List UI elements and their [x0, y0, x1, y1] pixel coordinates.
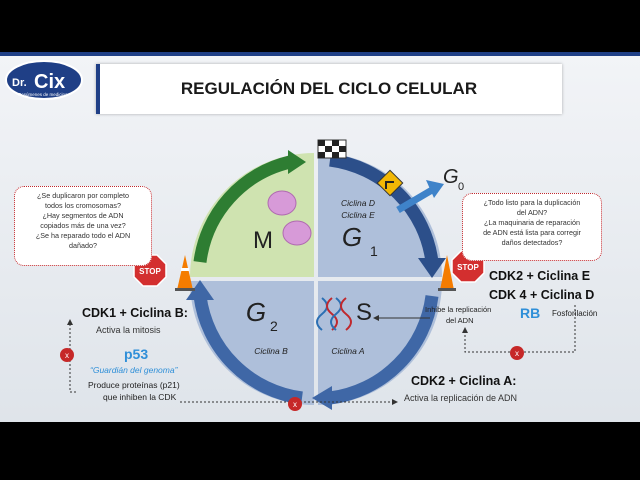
quadrant-g1: [318, 153, 442, 277]
traffic-cone-icon: [440, 255, 454, 290]
question-line: ¿Se duplicaron por completo: [37, 191, 129, 200]
traffic-cone-icon: [177, 255, 193, 290]
p53-line1: Produce proteínas (p21): [88, 380, 180, 390]
quadrant-g2: [190, 281, 314, 405]
phase-g1-sub: 1: [370, 243, 378, 259]
page-title: REGULACIÓN DEL CICLO CELULAR: [180, 79, 478, 98]
x-mark-bottom: x: [288, 397, 302, 411]
question-line: de ADN está lista para corregir: [483, 228, 581, 237]
arrow-g0-head: [426, 180, 444, 198]
cyclin-a-label: Ciclina A: [331, 346, 365, 356]
traffic-cone-stripe: [181, 268, 189, 271]
cdk2a-sub: Activa la replicación de ADN: [404, 393, 518, 403]
quadrant-m: [190, 153, 314, 277]
p53-line2: que inhiben la CDK: [103, 392, 177, 402]
traffic-cone-base: [175, 288, 195, 291]
arrow-g2-head: [186, 280, 214, 300]
question-line: todos los cromosomas?: [45, 201, 121, 210]
phase-g2-sub: 2: [270, 318, 278, 334]
x-mark-right: x: [510, 346, 524, 360]
quadrant-s: [318, 281, 442, 405]
right-checkpoint-questions: ¿Todo listo para la duplicación del ADN?…: [462, 193, 602, 261]
phase-m-label: M: [253, 227, 273, 254]
title-bar: REGULACIÓN DEL CICLO CELULAR: [96, 64, 562, 114]
dr-cix-logo: Dr. Cix Resúmenes de medicina: [4, 58, 84, 102]
inhibit-line1: Inhibe la replicación: [425, 305, 492, 314]
phase-s-label: S: [356, 299, 372, 326]
g0-sub: 0: [458, 181, 464, 193]
checkered-flag-icon: [317, 139, 347, 159]
cdk1-title: CDK1 + Ciclina B:: [82, 306, 188, 320]
stop-label-right: STOP: [457, 263, 479, 272]
question-line: del ADN?: [516, 208, 548, 217]
cdk-right-line2: CDK 4 + Ciclina D: [489, 288, 595, 302]
arrow-s-head: [312, 386, 332, 410]
phase-g2-label: G: [246, 297, 266, 327]
svg-text:x: x: [293, 400, 297, 409]
top-accent-strip: [0, 52, 640, 56]
question-line: ¿Todo listo para la duplicación: [483, 198, 581, 207]
turn-sign-icon: [376, 169, 404, 197]
dna-icon: [316, 297, 352, 331]
cdk-right-line1: CDK2 + Ciclina E: [489, 269, 591, 283]
arrow-m-head: [288, 150, 306, 174]
stop-label-left: STOP: [139, 267, 161, 276]
rb-name: RB: [520, 305, 541, 321]
question-line: ¿La maquinaria de reparación: [484, 218, 580, 227]
connector-p53-cdk1: [69, 360, 78, 393]
phase-g1-label: G: [342, 222, 362, 252]
title-accent: [96, 64, 100, 114]
p53-name: p53: [124, 346, 149, 362]
rb-phosphorylation: Fosforilación: [552, 309, 598, 318]
logo-prefix: Dr.: [12, 77, 27, 89]
svg-text:x: x: [65, 351, 69, 360]
arrow-g0: [396, 186, 434, 214]
cell-icon: [282, 220, 312, 246]
cyclin-d-label: Ciclina D: [341, 198, 375, 208]
arrow-g2: [193, 295, 303, 405]
arrow-m: [193, 155, 292, 263]
question-line: copiados más de una vez?: [40, 221, 126, 230]
left-checkpoint-questions: ¿Se duplicaron por completo todos los cr…: [14, 186, 152, 266]
inhibit-line2: del ADN: [446, 316, 474, 325]
cyclin-e-label: Ciclina E: [341, 210, 375, 220]
logo-text: Cix: [34, 71, 65, 93]
question-line: daños detectados?: [501, 238, 563, 247]
g0-label: G: [443, 166, 459, 188]
question-line: dañado?: [69, 241, 97, 250]
cell-icon: [267, 190, 297, 216]
traffic-cone-base: [438, 288, 456, 291]
arrow-g1-head: [418, 258, 446, 278]
logo-tagline: Resúmenes de medicina: [18, 92, 68, 97]
x-mark-left: x: [60, 348, 74, 362]
question-line: ¿Se ha reparado todo el ADN: [35, 231, 131, 240]
cyclin-b-label: Ciclina B: [254, 346, 288, 356]
cdk2a-title: CDK2 + Ciclina A:: [411, 374, 517, 388]
p53-quote: “Guardián del genoma”: [90, 365, 178, 375]
question-line: ¿Hay segmentos de ADN: [42, 211, 124, 220]
arrow-g1: [329, 153, 439, 263]
arrow-s: [329, 295, 439, 405]
cdk1-sub: Activa la mitosis: [96, 325, 161, 335]
svg-text:x: x: [515, 349, 519, 358]
